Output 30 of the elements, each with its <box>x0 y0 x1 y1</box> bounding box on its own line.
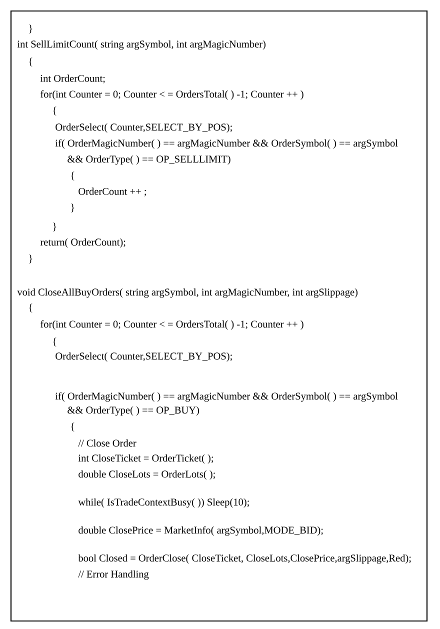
code-line: && OrderType( ) == OP_SELLLIMIT) <box>68 155 230 165</box>
code-line: { <box>53 338 56 346</box>
code-line: } <box>29 254 32 264</box>
code-line: { <box>29 58 32 66</box>
code-line: OrderCount ++ ; <box>78 188 146 196</box>
code-line: // Close Order <box>78 439 136 447</box>
code-line: if( OrderMagicNumber( ) == argMagicNumber && OrderSymbol( ) == argSymbol <box>55 392 398 402</box>
code-line: && OrderType( ) == OP_BUY) <box>68 406 199 416</box>
code-line: int CloseTicket = OrderTicket( ); <box>78 454 213 464</box>
code-line: { <box>71 422 74 432</box>
code-line: } <box>29 24 32 34</box>
code-line: { <box>71 172 74 180</box>
code-line: int SellLimitCount( string argSymbol, int argMagicNumber) <box>17 40 266 50</box>
code-line: // Error Handling <box>78 570 149 580</box>
code-line: { <box>53 106 56 116</box>
code-line: } <box>53 222 56 232</box>
code-line: return( OrderCount); <box>40 238 126 248</box>
code-line: while( IsTradeContextBusy( )) Sleep(10); <box>78 498 249 508</box>
code-line: for(int Counter = 0; Counter < = OrdersTotal( ) -1; Counter ++ ) <box>40 90 304 100</box>
code-line: void CloseAllBuyOrders( string argSymbol, int argMagicNumber, int argSlippage) <box>17 288 358 298</box>
code-line: } <box>71 204 74 212</box>
code-line: if( OrderMagicNumber( ) == argMagicNumber && OrderSymbol( ) == argSymbol <box>55 139 398 149</box>
code-line: OrderSelect( Counter,SELECT_BY_POS); <box>56 352 232 362</box>
code-line: double CloseLots = OrderLots( ); <box>78 470 215 480</box>
code-line: double ClosePrice = MarketInfo( argSymbol,MODE_BID); <box>78 526 323 536</box>
code-line: OrderSelect( Counter,SELECT_BY_POS); <box>56 123 232 133</box>
code-line: for(int Counter = 0; Counter < = OrdersTotal( ) -1; Counter ++ ) <box>40 320 304 330</box>
code-line: bool Closed = OrderClose( CloseTicket, CloseLots,ClosePrice,argSlippage,Red); <box>78 554 411 564</box>
code-line: { <box>29 304 32 312</box>
code-line: int OrderCount; <box>40 74 105 84</box>
